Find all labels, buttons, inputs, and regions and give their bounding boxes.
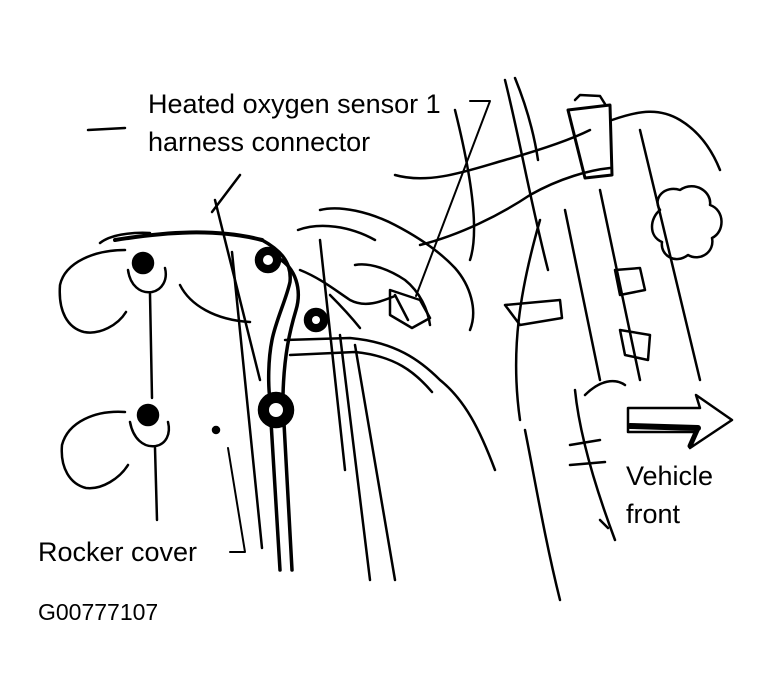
body-line [455, 110, 474, 260]
vehicle-front-label-line2: front [626, 499, 681, 529]
sketch-mark [570, 462, 605, 465]
engine-lobe-lower [62, 412, 128, 488]
vehicle-front-label-line1: Vehicle [626, 461, 714, 491]
rocker-leader-line [228, 448, 245, 552]
hose-clamp [568, 105, 612, 178]
body-line [600, 190, 640, 380]
body-line [585, 381, 625, 395]
upper-hose-right [612, 112, 720, 170]
rocker-cover-label: Rocker cover [38, 537, 198, 567]
upper-hose [420, 168, 610, 245]
cover-line [215, 200, 260, 380]
reservoir-cap [652, 186, 722, 259]
bracket-bolt-lower [259, 393, 293, 427]
sensor-connector [390, 290, 430, 328]
bracket-tab [505, 300, 562, 325]
engine-lobe-upper [60, 250, 126, 333]
hose-clamp [575, 95, 605, 104]
sensor-label-line2: harness connector [148, 127, 371, 157]
rocker-cover-edge [115, 232, 262, 240]
body-line [565, 210, 600, 380]
harness-bracket [262, 240, 298, 570]
right-arrow-icon [628, 395, 732, 448]
cover-line [232, 252, 262, 548]
bolt-upper-left [128, 253, 166, 398]
body-line [525, 430, 560, 600]
body-line [515, 78, 538, 160]
intake-line [355, 345, 395, 580]
bracket-bolt-upper [256, 248, 280, 272]
upper-hose [395, 130, 590, 178]
cover-dot [213, 427, 219, 433]
sensor-socket [355, 264, 430, 325]
sketch-mark [570, 440, 600, 445]
sensor-label-line1: Heated oxygen sensor 1 [148, 89, 441, 119]
intake-line [320, 240, 345, 470]
sensor-leader-line [416, 101, 490, 296]
figure-id: G00777107 [38, 599, 159, 625]
body-line [575, 390, 615, 540]
pipe-outline [320, 208, 473, 330]
pipe-outline [298, 226, 375, 240]
bracket-tab [615, 268, 645, 295]
sensor-harness-wire [330, 295, 360, 328]
body-line [640, 130, 700, 380]
intake-line [340, 335, 370, 580]
intake-body [285, 338, 495, 470]
sketch-mark [88, 128, 125, 130]
body-line [505, 80, 548, 270]
bolt-center [305, 309, 327, 331]
bolt-lower-left [130, 405, 169, 520]
sensor-harness-wire [300, 270, 395, 304]
sketch-mark [600, 520, 608, 528]
engine-lobe-edge [100, 233, 150, 243]
body-line [516, 220, 540, 420]
bracket-tab [620, 330, 650, 360]
